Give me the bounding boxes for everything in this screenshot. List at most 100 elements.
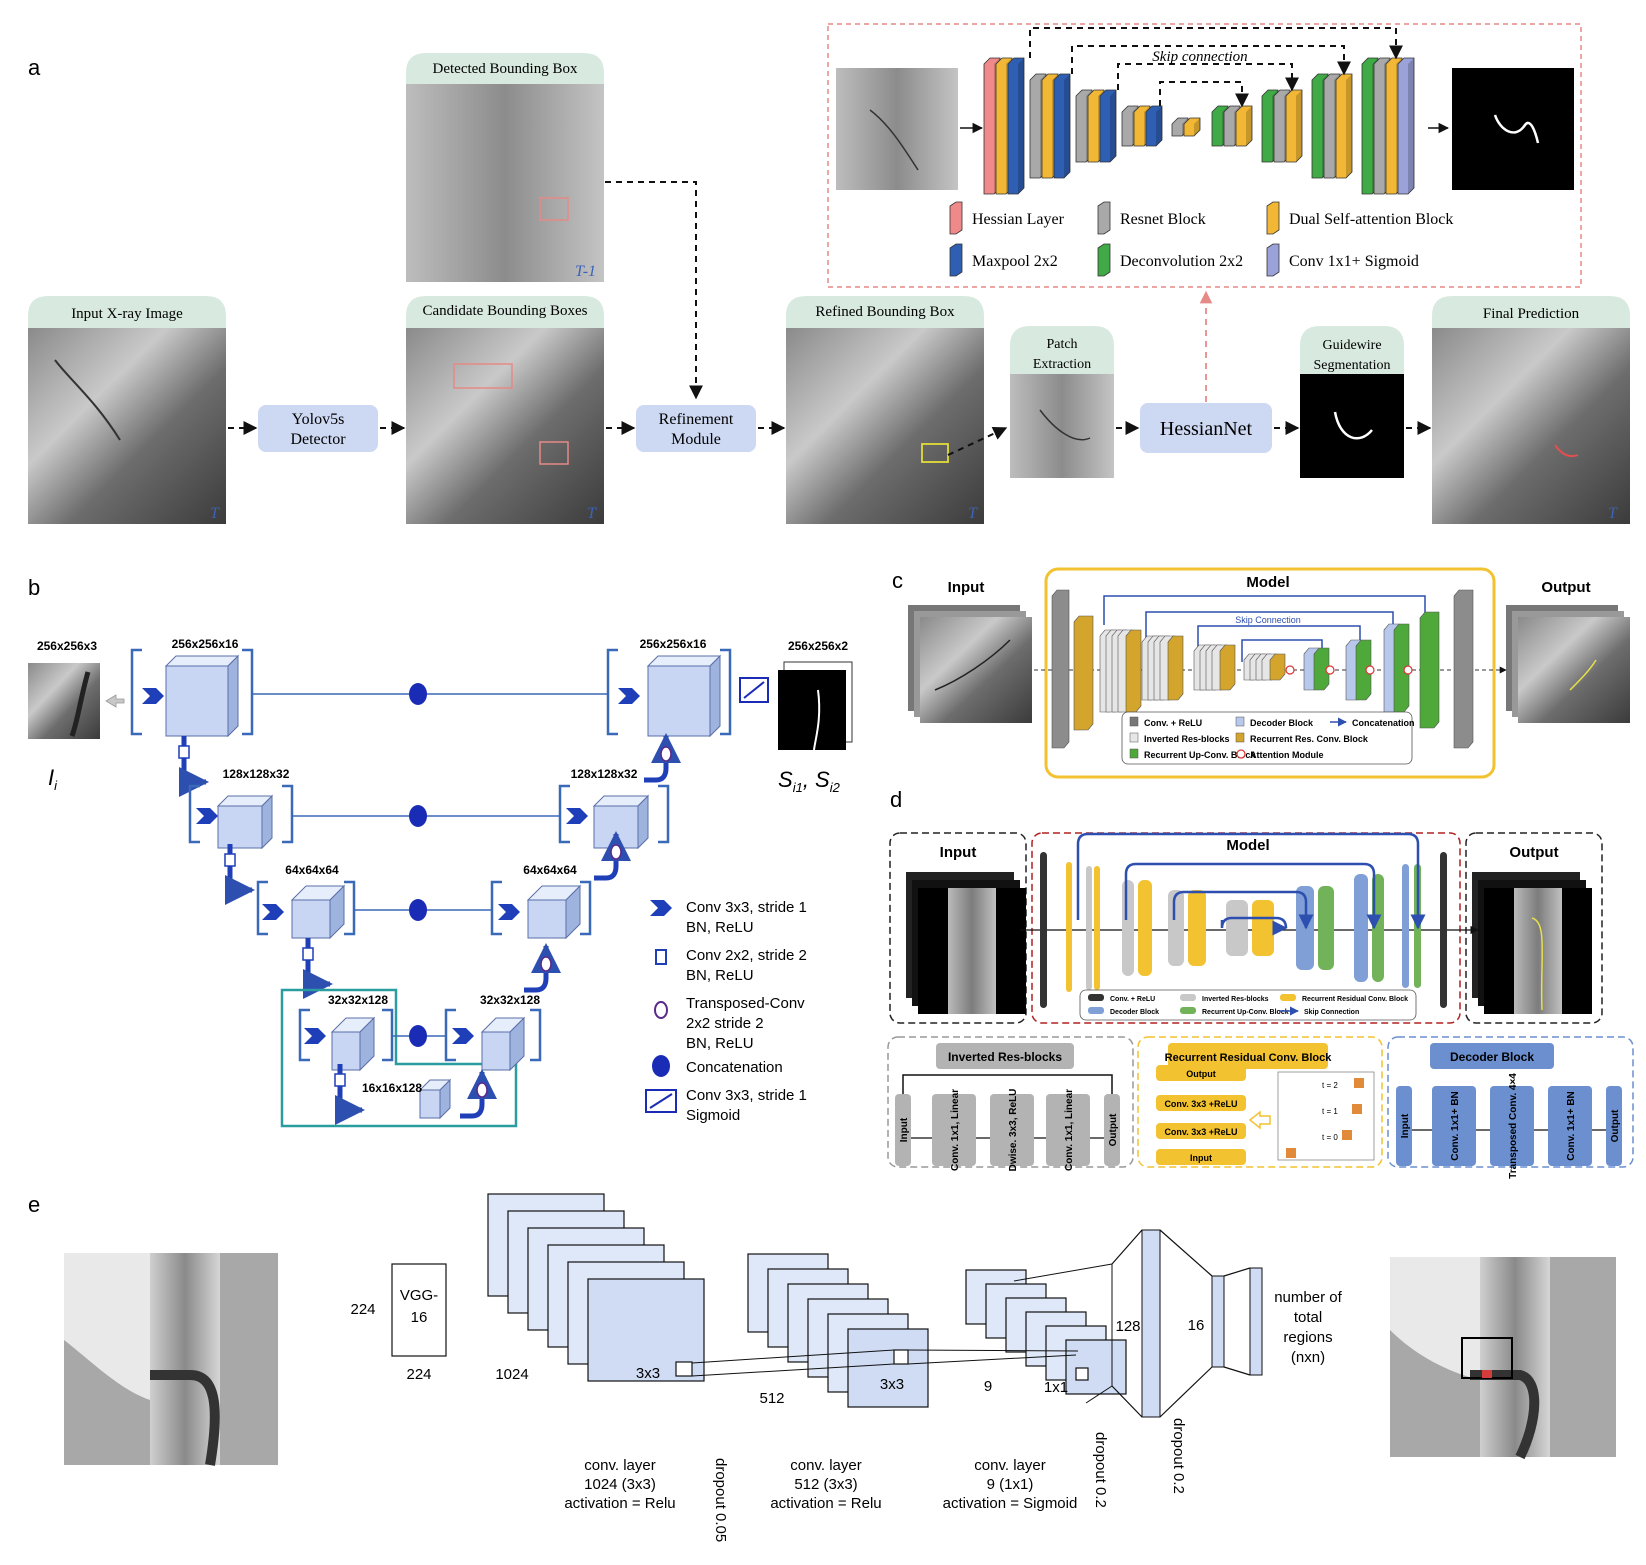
d-skip-connection	[1124, 862, 1382, 930]
d-skip-connection	[1172, 890, 1314, 930]
rrc-node	[1286, 1148, 1296, 1158]
rrc-step	[1156, 1123, 1246, 1139]
vgg-height: 224	[350, 1301, 375, 1318]
legend-swatch	[1097, 243, 1111, 277]
guidewire-segmentation: Guidewire Segmentation	[1300, 326, 1404, 478]
rrc-node	[1342, 1130, 1352, 1140]
legend-conv2x2-label: BN, ReLU	[686, 967, 754, 984]
yolo-line1: Yolov5s	[292, 411, 345, 428]
c-legend-label: Decoder Block	[1250, 718, 1314, 728]
level1-dec-left-bracket	[606, 648, 618, 736]
dec-step	[1432, 1086, 1476, 1166]
upsample-arrow	[644, 733, 681, 783]
enc3-size: 64x64x64	[285, 863, 339, 877]
candidate-bbox-image: Candidate Bounding Boxes T	[406, 296, 604, 524]
attention-module-icon	[1285, 665, 1295, 675]
panel-a: a Input X-ray Image T Yolov5s Detector D…	[28, 23, 1630, 524]
hessian-layer-shade	[1064, 74, 1070, 178]
fc1-size: 128	[1115, 1318, 1140, 1335]
c-legend-label: Recurrent Res. Conv. Block	[1250, 734, 1369, 744]
vgg-line2: 16	[411, 1309, 428, 1326]
b-output-size: 256x256x2	[788, 639, 848, 653]
legend-conv3x3-label: BN, ReLU	[686, 919, 754, 936]
c-legend-label: Inverted Res-blocks	[1144, 734, 1230, 744]
d-legend-label: Conv. + ReLU	[1110, 996, 1155, 1003]
irb-panel	[887, 1036, 1134, 1168]
d-legend-label: Skip Connection	[1304, 1009, 1359, 1016]
panel-a-label: a	[28, 55, 41, 80]
rrc-title-box	[1168, 1043, 1328, 1069]
irb-step	[932, 1094, 976, 1166]
bottleneck-size: 16x16x128	[362, 1081, 422, 1095]
level3-dec-right-bracket	[580, 880, 592, 936]
hessian-layer-block	[1145, 105, 1163, 147]
level1-enc-right-bracket	[242, 648, 254, 736]
dec-step	[1606, 1086, 1622, 1166]
conv1-kernel: 3x3	[636, 1365, 660, 1382]
d-model-block	[1138, 880, 1152, 976]
irb-step	[895, 1094, 911, 1166]
c-legend-swatch	[1235, 732, 1245, 743]
d-model-block	[1168, 890, 1184, 966]
d-output-label: Output	[1509, 844, 1558, 861]
rrc-t-label: t = 1	[1322, 1107, 1338, 1116]
refine-line1: Refinement	[659, 411, 734, 428]
conv2x2-marker	[302, 947, 314, 961]
downsample-arrow	[335, 1064, 365, 1125]
d-input-label: Input	[940, 844, 977, 861]
hessian-layer-shade	[1296, 90, 1302, 162]
rrc-node	[1354, 1078, 1364, 1088]
conv3-to-fc-link	[1013, 1263, 1113, 1404]
rrc-t-label: t = 0	[1322, 1133, 1338, 1142]
d-model-block	[1188, 890, 1206, 966]
dec-step	[1490, 1086, 1534, 1166]
level4-enc-right-bracket	[382, 1008, 394, 1062]
c-model-block	[1313, 647, 1330, 691]
irb-step-label: Input	[899, 1117, 910, 1142]
enc3-cube	[291, 899, 331, 939]
refine-line2: Module	[671, 431, 721, 448]
c-model-block	[1051, 589, 1070, 749]
dec4-cube	[481, 1031, 511, 1071]
hessian-legend-label: Resnet Block	[1120, 211, 1206, 228]
rrc-t-label: t = 2	[1322, 1081, 1338, 1090]
legend-swatch	[1097, 201, 1111, 235]
panel-c: c Input Output Model Skip Connection Con…	[892, 567, 1630, 779]
conv2x2-marker	[178, 745, 190, 759]
irb-step-label: Conv. 1x1, Linear	[1064, 1089, 1075, 1171]
level2-dec-left-bracket	[558, 784, 570, 844]
patch-title-2: Extraction	[1033, 357, 1091, 372]
panel-d-label: d	[890, 787, 902, 812]
legend-sigmoid-label: Conv 3x3, stride 1	[686, 1087, 807, 1104]
refinement-module: Refinement Module	[636, 405, 756, 452]
conv1-to-conv2-link	[691, 1349, 895, 1377]
legend-swatch	[1266, 243, 1280, 277]
legend-conv2x2-icon	[655, 949, 667, 965]
conv3-depth: 9	[984, 1378, 992, 1395]
level4-enc-left-bracket	[298, 1008, 310, 1062]
hessian-legend-label: Hessian Layer	[972, 211, 1065, 228]
hessian-layer-shade	[1246, 106, 1252, 146]
dec-title: Decoder Block	[1450, 1050, 1534, 1064]
input-xray-tag: T	[210, 505, 220, 522]
vgg-width: 224	[406, 1366, 431, 1383]
hessian-layer-shade	[1408, 58, 1414, 194]
conv2-kernel: 3x3	[880, 1376, 904, 1393]
dec-panel	[1387, 1036, 1634, 1168]
rrc-step	[1156, 1095, 1246, 1111]
d-model-block	[1354, 874, 1368, 982]
upsample-arrow	[594, 831, 631, 881]
yolo-detector: Yolov5s Detector	[258, 405, 378, 452]
hessian-layer-block	[1397, 57, 1415, 195]
dec-title-box	[1430, 1043, 1554, 1069]
legend-conv2x2-label: Conv 2x2, stride 2	[686, 947, 807, 964]
legend-swatch	[949, 201, 963, 235]
conv2-kernel-box	[893, 1349, 909, 1365]
bottleneck-cube	[419, 1089, 441, 1119]
level2-enc-right-bracket	[282, 784, 294, 844]
attention-module-icon	[1365, 665, 1375, 675]
hessian-layer-shade	[1018, 58, 1024, 194]
out-line2: total	[1294, 1309, 1322, 1326]
